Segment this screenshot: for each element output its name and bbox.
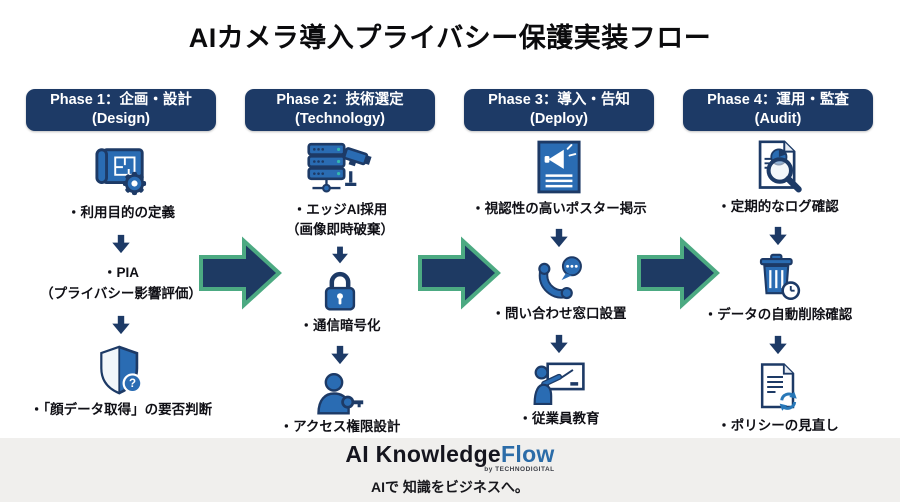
brand-tagline: AIで 知識をビジネスへ。	[371, 479, 529, 496]
next-phase-arrow-icon	[198, 236, 282, 310]
down-arrow-icon	[548, 333, 570, 355]
phase-4-header: Phase 4：運用・監査 (Audit)	[683, 89, 873, 131]
down-arrow-icon	[548, 227, 570, 249]
down-arrow-icon	[110, 314, 132, 336]
phone-support-icon	[534, 255, 584, 300]
step-label: ・アクセス権限設計	[279, 418, 401, 434]
step-label: （プライバシー影響評価）	[40, 285, 202, 301]
server-camera-icon	[305, 141, 375, 196]
phase-3-header: Phase 3：導入・告知 (Deploy)	[464, 89, 654, 131]
brand-logo-suffix: Flow	[501, 440, 555, 467]
down-arrow-icon	[110, 233, 132, 255]
phase-1-header-line1: Phase 1：企画・設計	[50, 91, 192, 108]
svg-text:?: ?	[129, 378, 136, 390]
step-label: （画像即時破棄）	[286, 222, 394, 238]
down-arrow-icon	[767, 334, 789, 356]
brand-logo-prefix: AI Knowledge	[345, 440, 502, 467]
footer-brand-bar: AI KnowledgeFlow by TECHNODIGITAL AIで 知識…	[0, 438, 900, 502]
step-label: ・「顔データ取得」の要否判断	[29, 401, 213, 417]
phase-4-header-line2: (Audit)	[754, 111, 802, 127]
step-label: ・エッジAI採用	[292, 202, 388, 217]
log-audit-magnifier-icon	[752, 139, 804, 193]
next-phase-arrow-icon	[636, 236, 720, 310]
padlock-icon	[322, 269, 358, 312]
phase-2-header-line2: (Technology)	[295, 111, 385, 127]
step-label: ・ポリシーの見直し	[717, 417, 839, 433]
step-label: ・利用目的の定義	[67, 205, 175, 220]
phase-4-header-line1: Phase 4：運用・監査	[707, 91, 849, 108]
phase-1-column: Phase 1：企画・設計 (Design)	[26, 89, 216, 420]
shield-question-icon: ?	[98, 344, 144, 396]
phase-1-header-line2: (Design)	[92, 111, 150, 127]
page-title: AIカメラ導入プライバシー保護実装フロー	[188, 23, 712, 53]
step-label: ・問い合わせ窓口設置	[491, 306, 627, 322]
step-label: ・従業員教育	[518, 410, 600, 426]
brand-byline: by TECHNODIGITAL	[484, 465, 555, 473]
next-phase-arrow-icon	[417, 236, 501, 310]
phase-2-header: Phase 2：技術選定 (Technology)	[245, 89, 435, 131]
phase-3-column: Phase 3：導入・告知 (Deploy) ・視認性の高いポスター掲示	[464, 89, 654, 429]
poster-megaphone-icon	[536, 139, 582, 195]
down-arrow-icon	[329, 344, 351, 366]
person-key-icon	[315, 372, 365, 415]
phase-2-header-line1: Phase 2：技術選定	[276, 91, 404, 108]
trash-clock-icon	[755, 253, 801, 301]
brand-logo: AI KnowledgeFlow by TECHNODIGITAL	[345, 440, 555, 474]
policy-refresh-icon	[756, 362, 800, 412]
phase-3-header-line1: Phase 3：導入・告知	[488, 91, 630, 108]
step-label: ・データの自動削除確認	[703, 307, 853, 323]
training-whiteboard-icon	[532, 361, 586, 405]
down-arrow-icon	[767, 225, 789, 247]
step-label: ・視認性の高いポスター掲示	[471, 201, 647, 216]
blueprint-gear-icon	[92, 143, 150, 197]
phase-2-column: Phase 2：技術選定 (Technology)	[245, 89, 435, 437]
step-label: ・通信暗号化	[299, 317, 381, 333]
step-label: ・定期的なログ確認	[717, 199, 839, 214]
phase-1-header: Phase 1：企画・設計 (Design)	[26, 89, 216, 131]
step-label: ・PIA	[102, 265, 139, 281]
phase-3-header-line2: (Deploy)	[530, 111, 588, 127]
phase-4-column: Phase 4：運用・監査 (Audit) ・定期的なログ確認	[683, 89, 873, 436]
down-arrow-icon	[330, 245, 350, 265]
